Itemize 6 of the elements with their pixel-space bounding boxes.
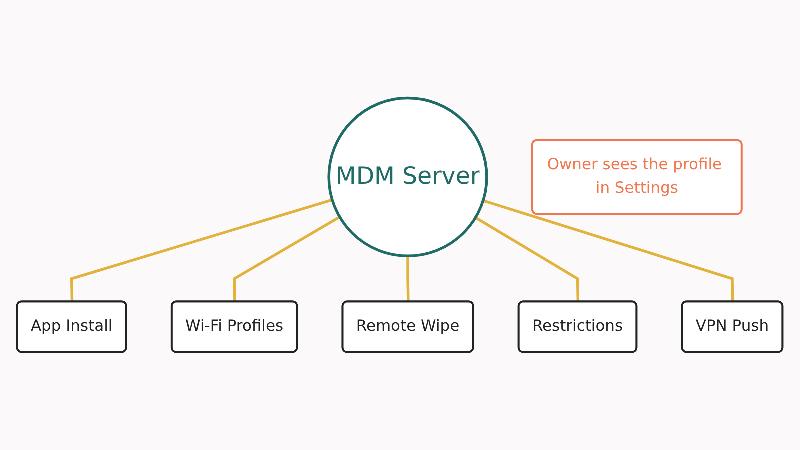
connector [482,199,734,302]
connector [233,216,341,302]
connector [406,256,410,302]
connector [475,216,580,302]
connector [70,198,333,302]
node-circle: MDM Server [328,96,488,258]
